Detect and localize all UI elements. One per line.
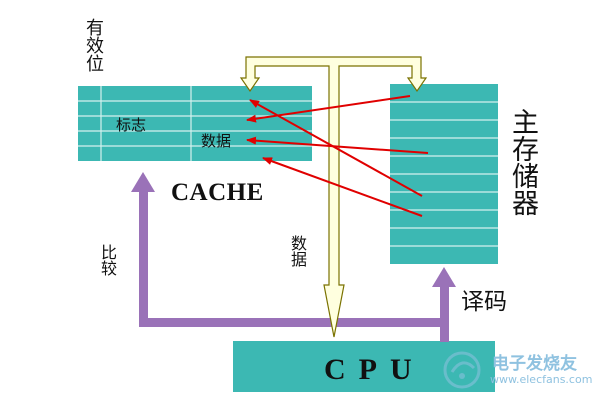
cpu-label: CPU	[324, 353, 425, 386]
cache-title: CACHE	[171, 179, 264, 206]
mapping-arrows	[246, 95, 429, 217]
watermark-logo-icon	[443, 351, 481, 389]
decode-label: 译码	[461, 289, 507, 315]
data-bus	[239, 56, 428, 338]
main-memory-label: 主存储器	[507, 108, 538, 216]
valid-bit-label: 有效位	[83, 18, 104, 72]
watermark-text: 电子发烧友	[492, 354, 577, 374]
data-bus-label: 数据	[288, 235, 307, 267]
compare-decode-path	[131, 172, 456, 342]
watermark-url: www.elecfans.com	[490, 373, 593, 386]
compare-label: 比较	[98, 244, 117, 276]
tag-field-label: 标志	[116, 116, 147, 134]
cache-block	[78, 86, 312, 161]
main-memory-block	[390, 84, 498, 264]
data-field-label: 数据	[201, 132, 232, 150]
